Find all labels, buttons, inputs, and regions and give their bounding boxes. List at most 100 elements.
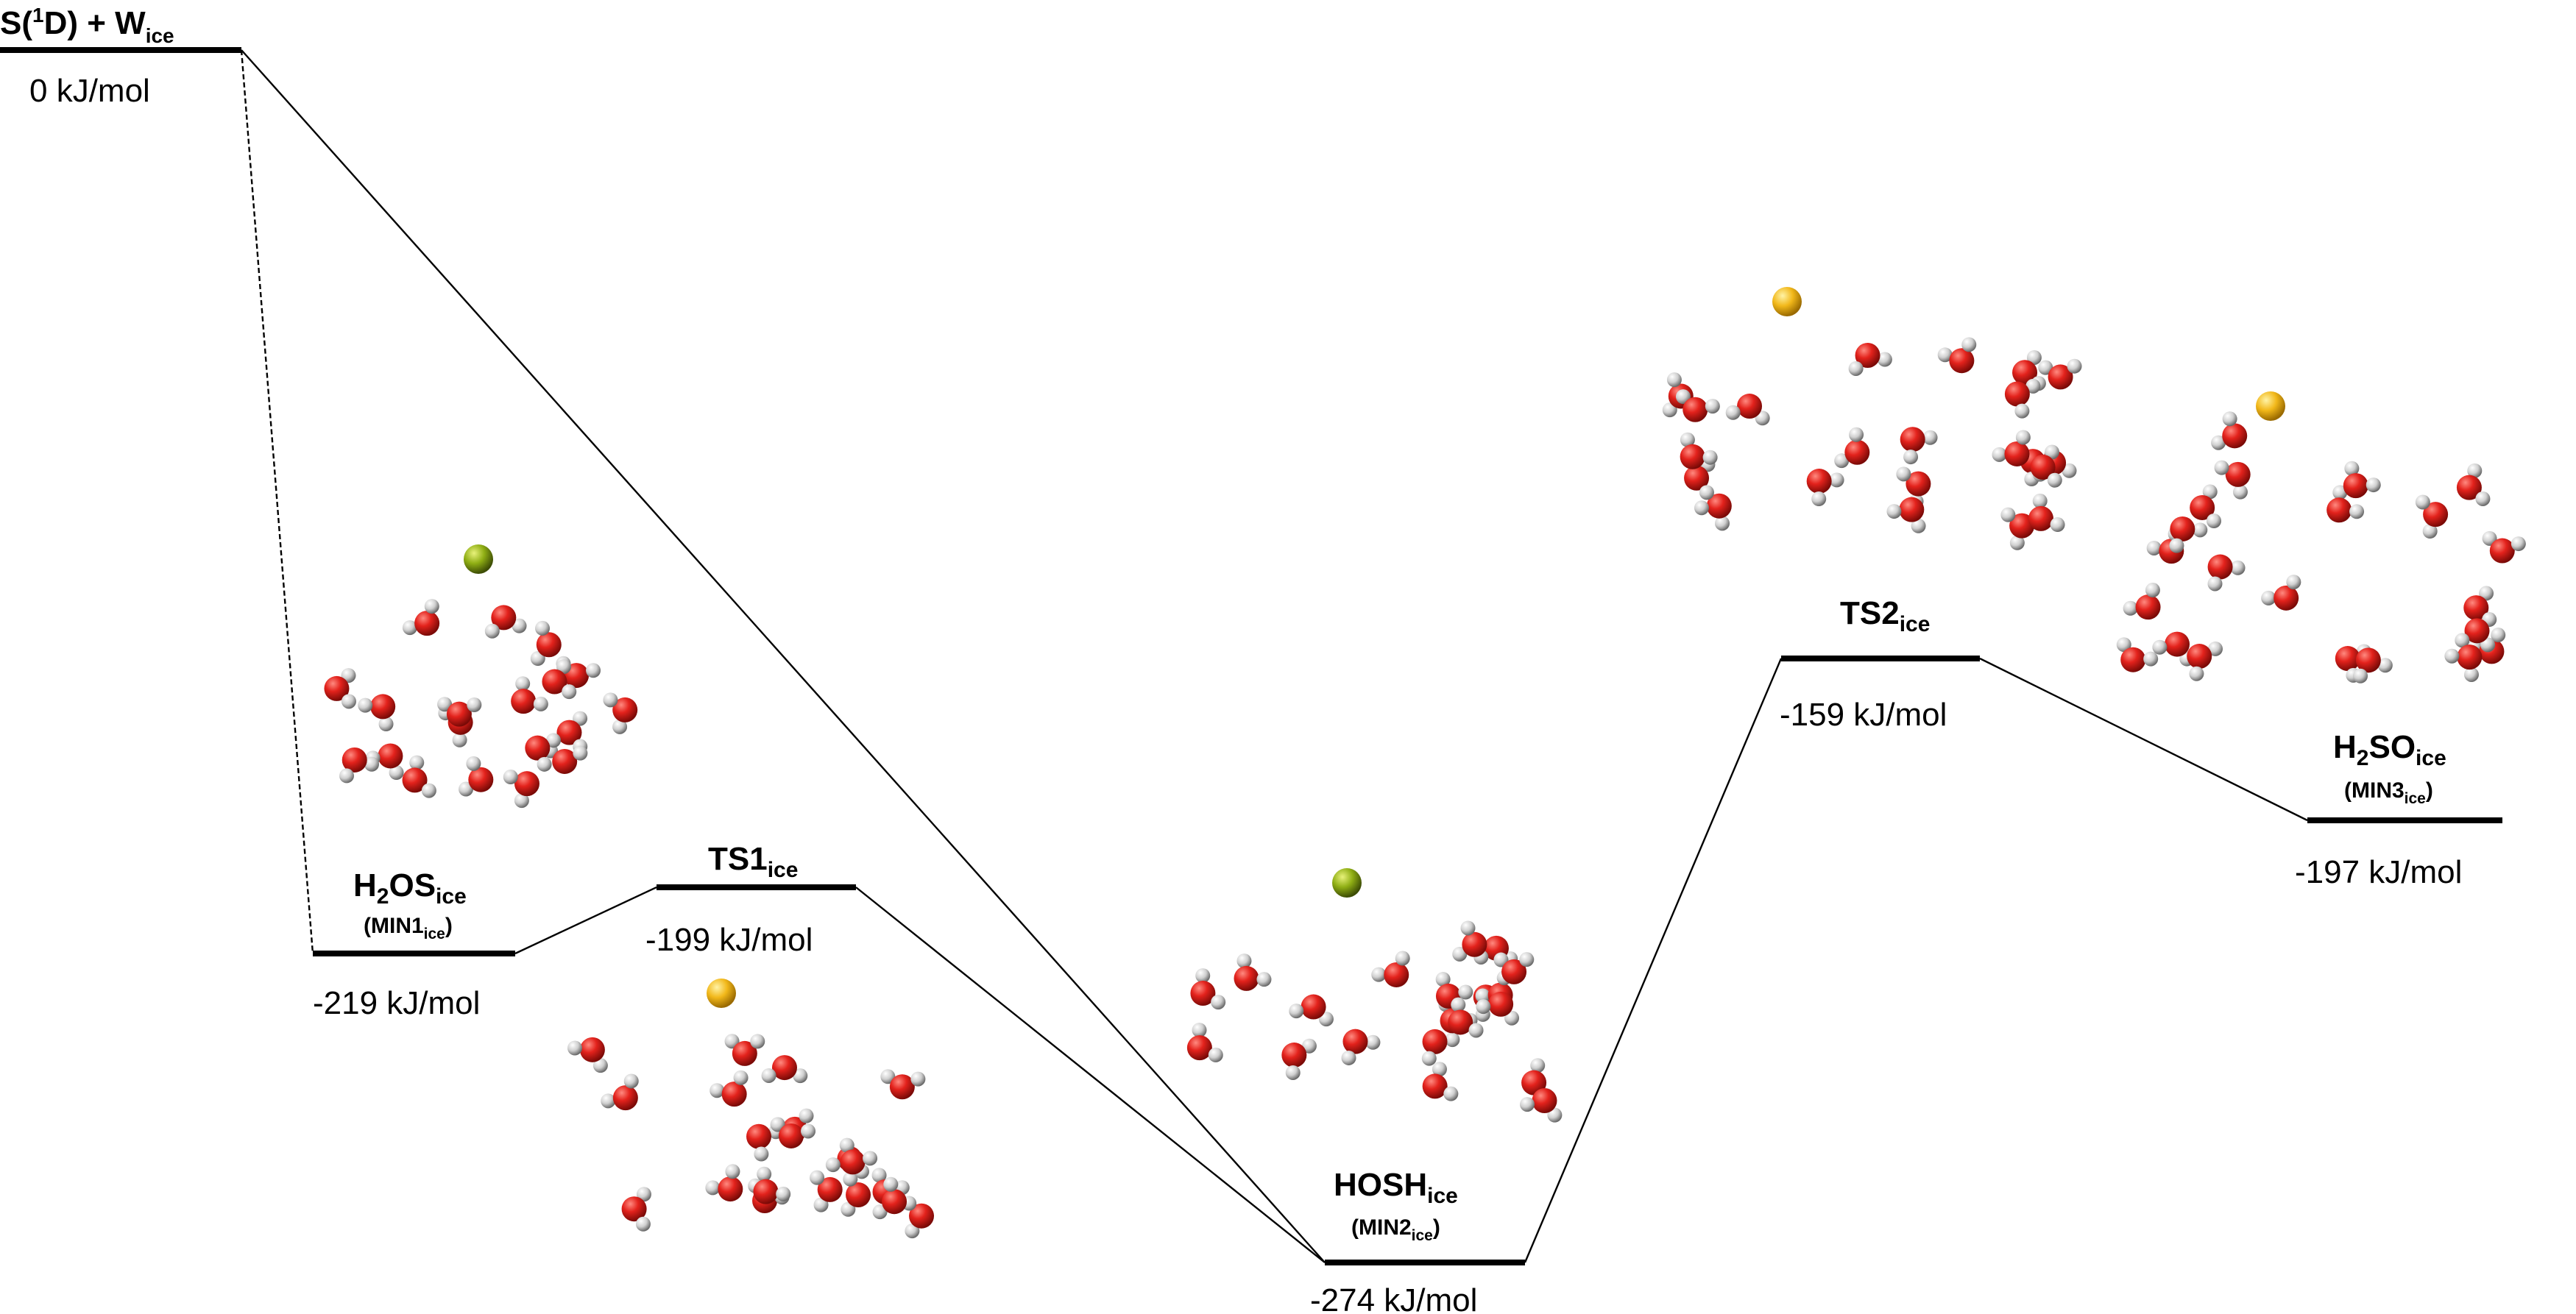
water-molecule bbox=[2187, 641, 2223, 681]
oxygen-atom bbox=[2343, 473, 2368, 499]
hydrogen-atom bbox=[2214, 460, 2229, 475]
water-molecule bbox=[1452, 920, 1487, 962]
oxygen-atom bbox=[2004, 441, 2030, 466]
water-molecule bbox=[459, 756, 494, 797]
oxygen-atom bbox=[778, 1123, 804, 1148]
water-molecule bbox=[601, 1073, 639, 1111]
hydrogen-atom bbox=[1301, 1038, 1317, 1054]
oxygen-atom bbox=[536, 632, 562, 658]
connector-reactants-min2 bbox=[241, 49, 1326, 1263]
water-molecule bbox=[710, 1070, 749, 1107]
water-molecule bbox=[2028, 493, 2065, 533]
oxygen-atom bbox=[846, 1182, 871, 1208]
hydrogen-atom bbox=[1256, 972, 1272, 987]
oxygen-atom bbox=[525, 735, 551, 761]
hydrogen-atom bbox=[535, 620, 551, 636]
oxygen-atom bbox=[2028, 505, 2054, 531]
oxygen-atom bbox=[2120, 647, 2146, 672]
hydrogen-atom bbox=[1289, 1004, 1304, 1019]
hydrogen-atom bbox=[437, 697, 453, 712]
hydrogen-atom bbox=[757, 1166, 772, 1182]
water-molecule bbox=[1834, 427, 1870, 469]
water-molecule bbox=[1886, 497, 1926, 533]
water-molecule bbox=[525, 733, 561, 772]
hydrogen-atom bbox=[1476, 999, 1491, 1015]
water-molecule bbox=[2190, 484, 2222, 529]
hydrogen-atom bbox=[2286, 575, 2301, 590]
water-molecule bbox=[1806, 469, 1844, 507]
hydrogen-atom bbox=[1445, 1032, 1460, 1048]
hydrogen-atom bbox=[799, 1108, 814, 1123]
energy-ts1: -199 kJ/mol bbox=[645, 922, 813, 958]
hydrogen-atom bbox=[1458, 984, 1473, 1000]
water-molecule bbox=[2169, 516, 2208, 553]
hydrogen-atom bbox=[1520, 1097, 1535, 1112]
water-molecule bbox=[1937, 337, 1977, 374]
oxygen-atom bbox=[2187, 644, 2212, 670]
hydrogen-atom bbox=[2491, 628, 2506, 643]
hydrogen-atom bbox=[2045, 444, 2060, 460]
hydrogen-atom bbox=[466, 756, 481, 771]
hydrogen-atom bbox=[2038, 360, 2053, 375]
hydrogen-atom bbox=[810, 1170, 825, 1185]
hydrogen-atom bbox=[801, 1123, 816, 1139]
water-molecule bbox=[872, 1176, 907, 1220]
hydrogen-atom bbox=[2015, 430, 2031, 445]
hydrogen-atom bbox=[467, 697, 482, 713]
oxygen-atom bbox=[2489, 538, 2515, 564]
oxygen-atom bbox=[2135, 594, 2161, 620]
oxygen-atom bbox=[612, 697, 638, 722]
water-molecule bbox=[2353, 647, 2393, 683]
hydrogen-atom bbox=[1395, 951, 1410, 966]
connector-min1-ts1 bbox=[514, 886, 657, 955]
oxygen-atom bbox=[2274, 585, 2299, 611]
oxygen-atom bbox=[2456, 475, 2482, 500]
hydrogen-atom bbox=[2026, 349, 2042, 365]
hydrogen-atom bbox=[545, 733, 561, 748]
hydrogen-atom bbox=[1961, 337, 1977, 352]
connector-reactants-min1 bbox=[240, 49, 314, 954]
oxygen-atom bbox=[1899, 497, 1925, 522]
hydrogen-atom bbox=[2025, 378, 2041, 394]
oxygen-atom bbox=[1462, 931, 1487, 957]
hydrogen-atom bbox=[1475, 988, 1490, 1004]
hydrogen-atom bbox=[1699, 485, 1714, 500]
water-molecule bbox=[1694, 493, 1732, 531]
hydrogen-atom bbox=[533, 696, 548, 711]
water-molecule bbox=[503, 770, 539, 809]
hydrogen-atom bbox=[750, 1034, 765, 1049]
hydrogen-atom bbox=[2377, 658, 2393, 673]
water-molecule bbox=[1680, 432, 1718, 469]
hydrogen-atom bbox=[2014, 403, 2030, 419]
hydrogen-atom bbox=[2510, 536, 2526, 552]
hydrogen-atom bbox=[1547, 1107, 1563, 1123]
hydrogen-atom bbox=[2475, 491, 2491, 506]
hydrogen-atom bbox=[2422, 523, 2438, 539]
hydrogen-atom bbox=[2332, 485, 2348, 500]
hydrogen-atom bbox=[2230, 560, 2246, 575]
hydrogen-atom bbox=[2222, 411, 2237, 427]
molecular-structures bbox=[324, 287, 2526, 1239]
tag-min2: (MIN2ice) bbox=[1351, 1215, 1440, 1244]
water-molecule bbox=[1234, 953, 1272, 991]
hydrogen-atom bbox=[378, 717, 394, 732]
oxygen-atom bbox=[2463, 595, 2489, 621]
oxygen-atom bbox=[2004, 381, 2030, 407]
oxygen-atom bbox=[1906, 471, 1931, 497]
hydrogen-atom bbox=[512, 618, 527, 633]
water-molecule bbox=[1476, 991, 1520, 1026]
hydrogen-atom bbox=[2344, 461, 2360, 476]
oxygen-atom bbox=[1422, 1029, 1448, 1054]
water-molecule bbox=[2455, 618, 2496, 653]
hydrogen-atom bbox=[601, 1093, 616, 1109]
water-molecule bbox=[484, 605, 527, 639]
water-molecule bbox=[2261, 575, 2301, 611]
water-molecule bbox=[1493, 952, 1535, 984]
hydrogen-atom bbox=[2415, 494, 2430, 510]
hydrogen-atom bbox=[2193, 522, 2208, 538]
hydrogen-atom bbox=[592, 1058, 608, 1073]
water-molecule bbox=[567, 1037, 608, 1073]
hydrogen-atom bbox=[841, 1201, 856, 1217]
hydrogen-atom bbox=[341, 694, 356, 709]
hydrogen-atom bbox=[2208, 641, 2223, 656]
